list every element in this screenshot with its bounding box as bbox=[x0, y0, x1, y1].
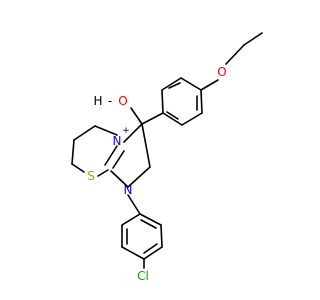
atom-labels: O H - O N + N S Cl bbox=[87, 65, 227, 283]
bond-nplus-c-double-1 bbox=[104, 145, 118, 166]
nitrogen-ring-atom: N bbox=[124, 183, 133, 197]
bond-ring-b-4 bbox=[121, 246, 145, 260]
sulfur-label: S bbox=[87, 169, 95, 183]
oxygen-hydroxyl-label: O bbox=[118, 94, 127, 108]
oxygen-ether-atom: O bbox=[217, 65, 226, 79]
bond-ring-a-6 bbox=[180, 77, 202, 91]
bond-ring-b-inner-1 bbox=[140, 219, 157, 229]
sulfur-atom: S bbox=[87, 169, 95, 183]
bond-ring-a-3 bbox=[162, 112, 183, 126]
bond-ring-a-1 bbox=[200, 89, 203, 114]
bond-cq-nplus bbox=[123, 123, 143, 143]
bond-cq-ch2 bbox=[141, 123, 151, 168]
bond-ring-a-4 bbox=[161, 89, 164, 114]
bond-ring-b-2 bbox=[160, 224, 163, 248]
bond-ring-a-2 bbox=[181, 112, 203, 126]
bond-ring-b-3 bbox=[143, 246, 163, 260]
bond-ch2-n bbox=[127, 166, 151, 188]
bond-ch2-ch2 bbox=[73, 125, 96, 141]
bond-h-o-dash: - bbox=[108, 94, 112, 108]
bond-ring-b-1 bbox=[139, 213, 162, 226]
nitrogen-cation-atom: N + bbox=[113, 126, 130, 148]
bond-ring-a-inner-2 bbox=[166, 111, 179, 120]
bond-s-c bbox=[97, 169, 109, 177]
bond-o-aryl bbox=[200, 79, 219, 91]
bond-ring-b-inner-2 bbox=[143, 243, 158, 254]
nitrogen-ring-label: N bbox=[124, 183, 133, 197]
oxygen-ether-label: O bbox=[217, 65, 226, 79]
bond-ch2-ch2-b bbox=[71, 139, 75, 165]
nitrogen-cation-label: N bbox=[113, 134, 122, 148]
bond-ring-b-6 bbox=[121, 213, 141, 226]
bond-ethyl-ch3-ch2 bbox=[243, 32, 263, 46]
chlorine-label: Cl bbox=[137, 269, 149, 283]
bond-nplus-c-double-2 bbox=[112, 150, 125, 169]
bond-ring-a-inner-3 bbox=[168, 82, 181, 89]
bond-nplus-ch2 bbox=[94, 125, 118, 136]
bond-n-aryl bbox=[127, 194, 141, 215]
hydrogen-hydroxyl-label: H bbox=[93, 94, 102, 108]
positive-charge-label: + bbox=[122, 126, 130, 136]
bond-aryl-cq bbox=[141, 112, 164, 125]
bond-ch2-s bbox=[71, 163, 85, 173]
bond-ethyl-ch2-o bbox=[225, 44, 245, 65]
bond-n-c bbox=[110, 170, 129, 188]
chemical-structure-diagram: O H - O N + N S Cl bbox=[71, 32, 263, 283]
chlorine-atom: Cl bbox=[137, 269, 149, 283]
hydroxyl-group: H - O bbox=[93, 94, 127, 108]
bond-ring-a-5 bbox=[161, 77, 182, 91]
bond-lines bbox=[71, 32, 263, 269]
bond-cq-oh bbox=[130, 107, 143, 125]
